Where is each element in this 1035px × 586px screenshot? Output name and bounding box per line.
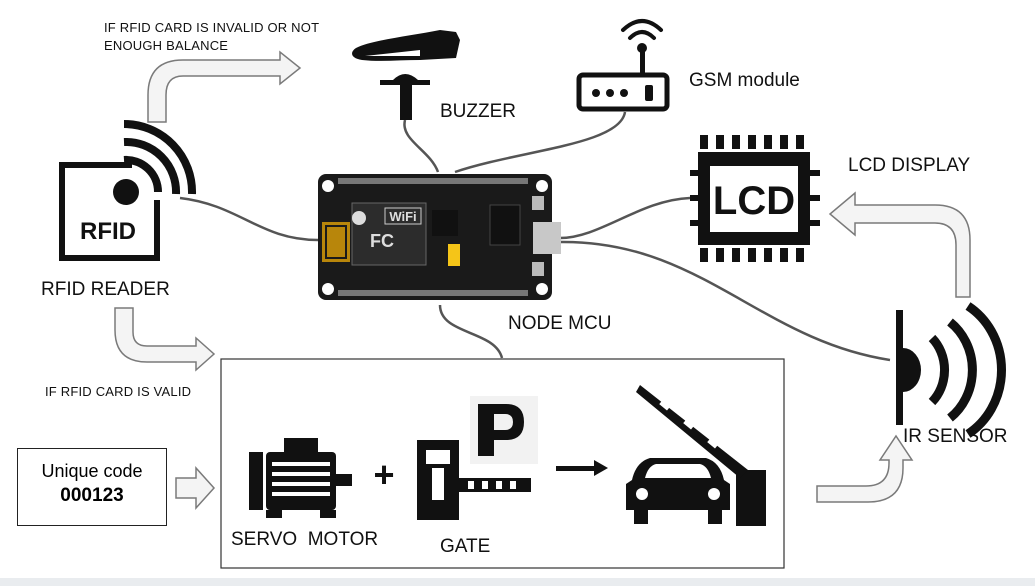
nodemcu-board: FC xyxy=(318,174,561,300)
router-icon xyxy=(576,19,670,112)
wire-mcu-box xyxy=(438,304,504,359)
arrow-lcd xyxy=(828,191,971,298)
flow-arrows xyxy=(114,50,971,510)
buzzer-icon xyxy=(352,30,460,120)
motor-icon xyxy=(249,438,352,518)
valid-card-note: IF RFID CARD IS VALID xyxy=(45,384,192,399)
rfid-card-text: RFID xyxy=(80,218,136,245)
arrow-code xyxy=(175,466,216,510)
lcd-display-label: LCD DISPLAY xyxy=(848,155,971,176)
rfid-reader-label: RFID READER xyxy=(41,279,170,300)
buzzer-label: BUZZER xyxy=(440,101,516,122)
unique-code-title: Unique code xyxy=(41,461,143,481)
process-box xyxy=(220,358,785,569)
arrow-valid xyxy=(114,307,216,372)
gsm-label: GSM module xyxy=(689,70,800,91)
unique-code-box: Unique code 000123 xyxy=(17,448,167,526)
wire-mcu-ir xyxy=(559,240,891,362)
wire-gsm-mcu xyxy=(454,111,627,174)
wire-buzzer-mcu xyxy=(403,119,440,173)
lcd-icon xyxy=(690,135,820,262)
wifi-mark: WiFi xyxy=(389,209,416,224)
bottom-strip xyxy=(0,578,1035,586)
ir-sensor-label: IR SENSOR xyxy=(903,426,1008,447)
wire-mcu-lcd xyxy=(559,196,691,240)
gate-icon xyxy=(417,396,538,520)
lcd-screen-text: LCD xyxy=(713,179,795,223)
gate-label: GATE xyxy=(440,536,491,557)
arrow-ir xyxy=(816,434,914,503)
wire-rfid-mcu xyxy=(179,196,319,242)
arrow-to-car xyxy=(556,460,608,476)
ir-sensor-icon xyxy=(896,302,1007,438)
svg-text:FC: FC xyxy=(370,231,394,251)
rfid-icon xyxy=(59,120,197,261)
plus-sign: + xyxy=(373,454,394,495)
invalid-card-note: IF RFID CARD IS INVALID OR NOT ENOUGH BA… xyxy=(104,20,320,53)
car-barrier-icon xyxy=(626,385,766,526)
node-mcu-label: NODE MCU xyxy=(508,313,612,334)
arrow-invalid xyxy=(147,50,302,123)
servo-motor-label: SERVO MOTOR xyxy=(231,529,379,550)
wires xyxy=(179,111,891,362)
unique-code-value: 000123 xyxy=(60,485,124,506)
